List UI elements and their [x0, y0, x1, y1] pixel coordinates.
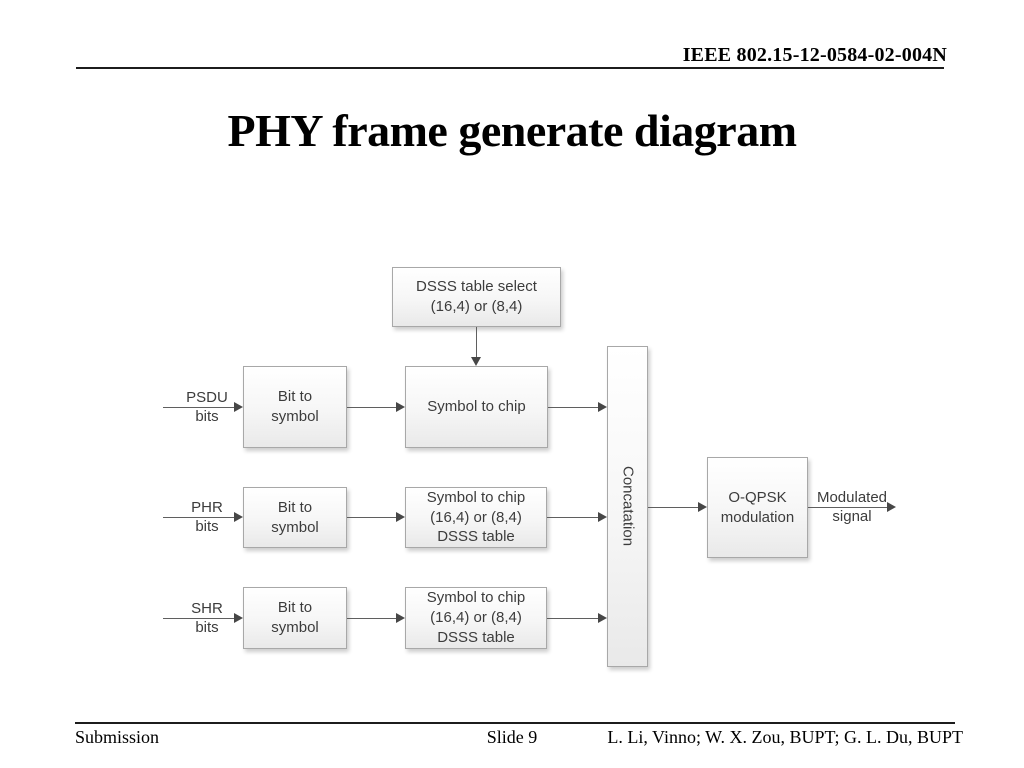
arrow-line [163, 618, 234, 619]
arrow-line [347, 407, 396, 408]
arrowhead-right-icon [396, 512, 405, 522]
arrowhead-right-icon [698, 502, 707, 512]
arrow-line [547, 618, 598, 619]
output-label-modulated-signal: Modulated signal [816, 489, 888, 525]
arrow-line [808, 507, 887, 508]
arrow-line [163, 407, 234, 408]
arrowhead-down-icon [471, 357, 481, 366]
arrowhead-right-icon [234, 402, 243, 412]
arrowhead-right-icon [598, 613, 607, 623]
footer-slide-number: Slide 9 [486, 727, 538, 747]
symbol-to-chip-box-2: Symbol to chip (16,4) or (8,4) DSSS tabl… [405, 487, 547, 548]
arrow-line [347, 618, 396, 619]
arrowhead-right-icon [396, 613, 405, 623]
bit-to-symbol-box-3: Bit to symbol [243, 587, 347, 649]
arrow-line [347, 517, 396, 518]
page-title: PHY frame generate diagram [227, 105, 797, 156]
symbol-to-chip-box-3: Symbol to chip (16,4) or (8,4) DSSS tabl… [405, 587, 547, 649]
footer-submission: Submission [75, 727, 160, 747]
footer-rule [75, 722, 955, 724]
input-label-psdu: PSDU bits [186, 389, 228, 425]
arrow-line [548, 407, 598, 408]
concatation-box: Concatation [607, 346, 648, 667]
arrowhead-right-icon [598, 402, 607, 412]
footer-authors: L. Li, Vinno; W. X. Zou, BUPT; G. L. Du,… [607, 727, 963, 747]
arrow-line [648, 507, 698, 508]
arrowhead-right-icon [598, 512, 607, 522]
oqpsk-modulation-box: O-QPSK modulation [707, 457, 808, 558]
arrowhead-right-icon [234, 512, 243, 522]
header-rule [76, 67, 944, 69]
symbol-to-chip-box-1: Symbol to chip [405, 366, 548, 448]
arrow-line [163, 517, 234, 518]
connector-line [476, 327, 477, 357]
bit-to-symbol-box-1: Bit to symbol [243, 366, 347, 448]
arrowhead-right-icon [234, 613, 243, 623]
arrow-line [547, 517, 598, 518]
arrowhead-right-icon [396, 402, 405, 412]
input-label-phr: PHR bits [191, 499, 223, 535]
document-number: IEEE 802.15-12-0584-02-004N [682, 44, 947, 66]
input-label-shr: SHR bits [191, 600, 223, 636]
bit-to-symbol-box-2: Bit to symbol [243, 487, 347, 548]
arrowhead-right-icon [887, 502, 896, 512]
dsss-table-select-box: DSSS table select (16,4) or (8,4) [392, 267, 561, 327]
